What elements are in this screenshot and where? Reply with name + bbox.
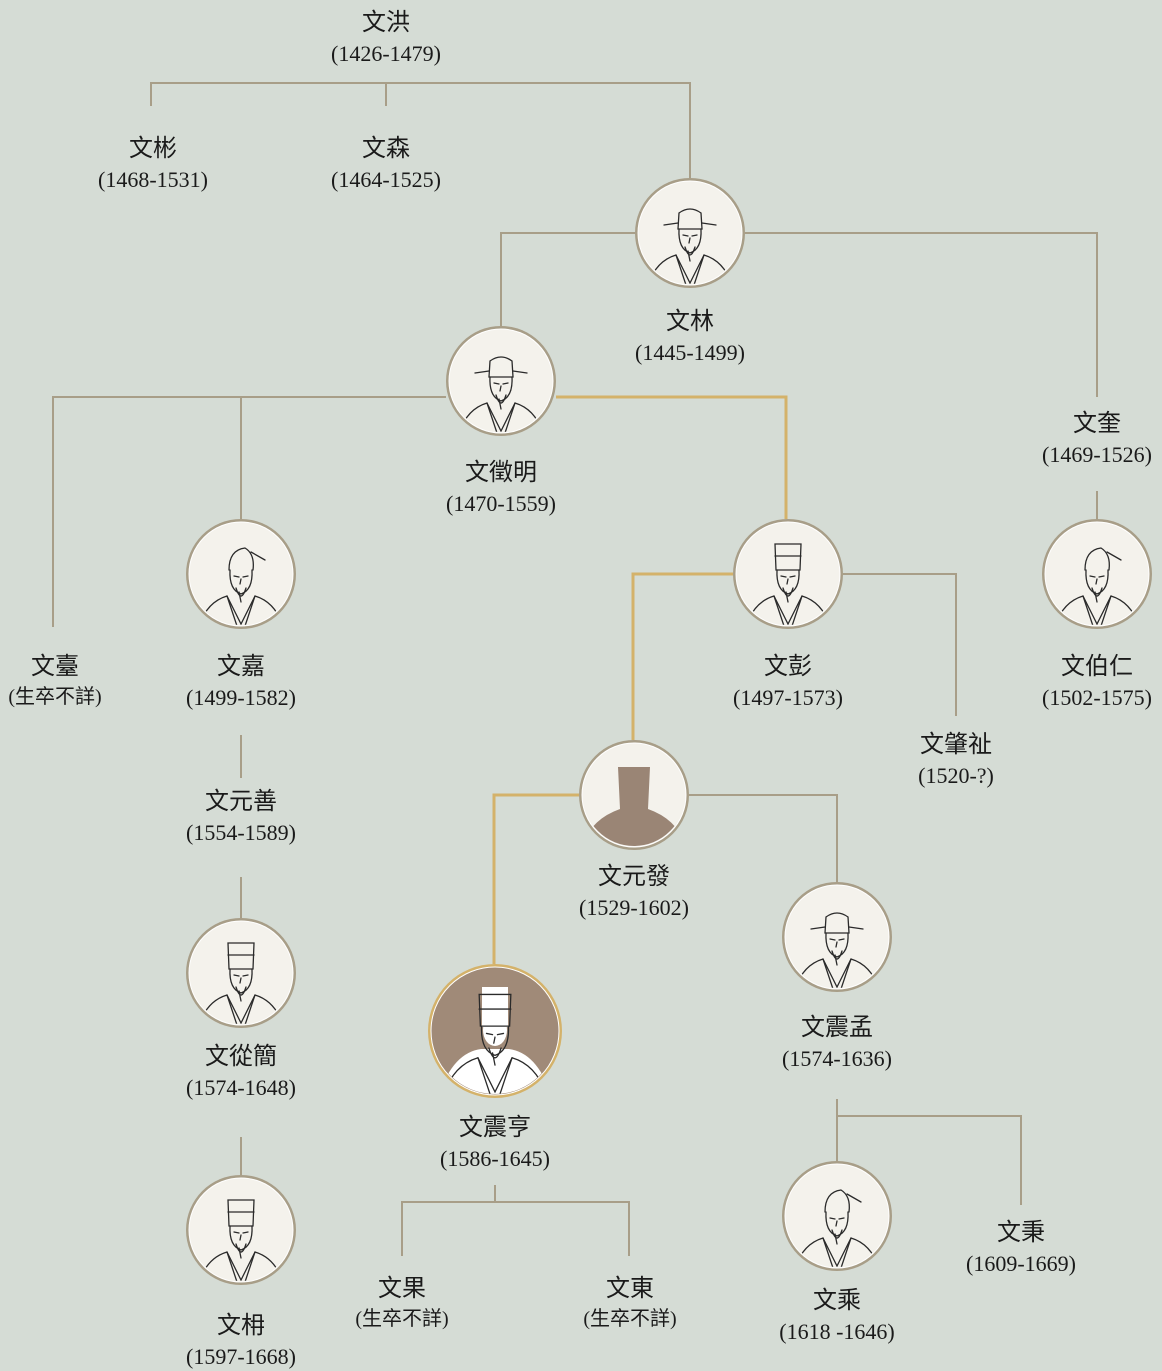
person-name: 文森 xyxy=(361,136,410,162)
lineage-line-highlight xyxy=(556,395,788,519)
person-sen: 文森 (1464-1525) xyxy=(331,134,441,194)
person-lin: 文林 (1445-1499) xyxy=(635,307,745,367)
person-bing: 文秉 (1609-1669) xyxy=(966,1218,1076,1278)
person-name: 文果 xyxy=(377,1276,426,1302)
portrait-frame xyxy=(188,521,294,627)
person-years: (1586-1645) xyxy=(440,1146,550,1171)
person-years: (生卒不詳) xyxy=(355,1308,449,1330)
portrait-frame xyxy=(1044,521,1150,627)
person-years: (1464-1525) xyxy=(331,167,441,192)
person-kui: 文奎 (1469-1526) xyxy=(1042,409,1152,469)
boren-portrait xyxy=(1042,519,1152,629)
person-zhaozhi: 文肇祉 (1520-?) xyxy=(918,730,994,790)
person-name: 文震亨 xyxy=(458,1115,531,1141)
portrait-frame xyxy=(735,521,841,627)
portrait-frame xyxy=(637,180,743,286)
congjian-portrait xyxy=(186,918,296,1028)
yuanfa-portrait xyxy=(579,740,689,850)
lineage-line xyxy=(401,1185,496,1256)
person-name: 文嘉 xyxy=(216,654,265,680)
lineage-line xyxy=(837,1115,1022,1205)
person-years: (1445-1499) xyxy=(635,340,745,365)
lineage-line xyxy=(52,396,446,627)
lineage-line xyxy=(500,232,635,326)
person-years: (1499-1582) xyxy=(186,685,296,710)
person-peng: 文彭 (1497-1573) xyxy=(733,652,843,712)
person-years: (1618 -1646) xyxy=(779,1319,895,1344)
person-name: 文臺 xyxy=(30,654,79,680)
person-years: (1497-1573) xyxy=(733,685,843,710)
person-guo: 文果 (生卒不詳) xyxy=(355,1274,448,1334)
person-cheng: 文乘 (1618 -1646) xyxy=(779,1286,894,1346)
person-jia: 文嘉 (1499-1582) xyxy=(186,652,296,712)
person-name: 文奎 xyxy=(1072,411,1121,437)
person-years: (1574-1648) xyxy=(186,1075,296,1100)
lineage-line-highlight xyxy=(631,572,733,740)
person-name: 文徵明 xyxy=(464,460,537,486)
person-years: (1426-1479) xyxy=(331,41,441,66)
person-yuanfa: 文元發 (1529-1602) xyxy=(579,862,689,922)
lineage-line-highlight xyxy=(492,793,579,964)
person-years: (1468-1531) xyxy=(98,167,208,192)
zhenmeng-portrait xyxy=(782,882,892,992)
nan-portrait xyxy=(186,1175,296,1285)
silhouette-icon xyxy=(583,767,685,846)
person-name: 文元善 xyxy=(204,789,277,815)
portrait-frame xyxy=(448,328,554,434)
person-name: 文林 xyxy=(665,309,714,335)
person-name: 文伯仁 xyxy=(1060,654,1133,680)
person-zhengming: 文徵明 (1470-1559) xyxy=(446,458,556,518)
lineage-line xyxy=(745,232,1098,397)
person-years: (1574-1636) xyxy=(782,1046,892,1071)
lineage-line xyxy=(150,82,691,178)
person-name: 文彬 xyxy=(128,136,177,162)
person-congjian: 文從簡 (1574-1648) xyxy=(186,1042,296,1102)
lin-portrait xyxy=(635,178,745,288)
lineage-line xyxy=(843,573,957,716)
person-name: 文從簡 xyxy=(204,1044,277,1070)
person-years: (1597-1668) xyxy=(186,1344,296,1369)
jia-portrait xyxy=(186,519,296,629)
person-years: (生卒不詳) xyxy=(583,1308,677,1330)
person-yuanshan: 文元善 (1554-1589) xyxy=(186,787,296,847)
zhengming-portrait xyxy=(446,326,556,436)
person-boren: 文伯仁 (1502-1575) xyxy=(1042,652,1152,712)
person-years: (1502-1575) xyxy=(1042,685,1152,710)
person-years: (1529-1602) xyxy=(579,895,689,920)
person-name: 文東 xyxy=(605,1276,654,1302)
person-tai: 文臺 (生卒不詳) xyxy=(8,652,101,712)
peng-portrait xyxy=(733,519,843,629)
person-name: 文乘 xyxy=(812,1288,861,1314)
person-years: (1470-1559) xyxy=(446,491,556,516)
person-name: 文彭 xyxy=(763,654,812,680)
person-name: 文元發 xyxy=(597,864,670,890)
person-years: (1554-1589) xyxy=(186,820,296,845)
portrait-frame xyxy=(188,1177,294,1283)
person-nan: 文枏 (1597-1668) xyxy=(186,1311,296,1371)
person-name: 文枏 xyxy=(216,1313,265,1339)
portrait-frame xyxy=(784,884,890,990)
person-name: 文震孟 xyxy=(800,1015,873,1041)
person-years: (生卒不詳) xyxy=(8,686,102,708)
person-bin: 文彬 (1468-1531) xyxy=(98,134,208,194)
person-years: (1609-1669) xyxy=(966,1251,1076,1276)
person-hong: 文洪 (1426-1479) xyxy=(331,8,441,68)
person-zhenmeng: 文震孟 (1574-1636) xyxy=(782,1013,892,1073)
person-years: (1469-1526) xyxy=(1042,442,1152,467)
lineage-line xyxy=(495,1201,630,1256)
portrait-frame xyxy=(784,1163,890,1269)
person-name: 文秉 xyxy=(996,1220,1045,1246)
person-name: 文洪 xyxy=(361,10,410,36)
zhenheng-portrait xyxy=(428,964,562,1098)
portrait-frame xyxy=(188,920,294,1026)
person-years: (1520-?) xyxy=(918,763,994,788)
cheng-portrait xyxy=(782,1161,892,1271)
person-name: 文肇祉 xyxy=(920,732,992,758)
lineage-line xyxy=(689,794,838,882)
person-zhenheng: 文震亨 (1586-1645) xyxy=(440,1113,550,1173)
person-dong: 文東 (生卒不詳) xyxy=(583,1274,676,1334)
